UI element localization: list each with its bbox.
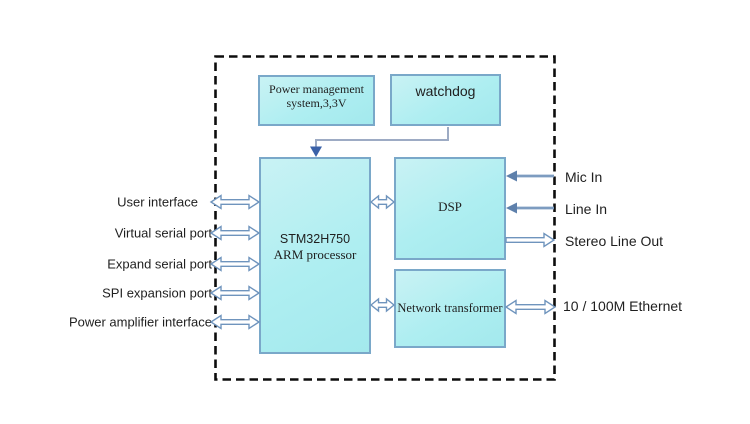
processor-model-label: STM32H750 — [279, 231, 351, 246]
arrow-processor-network — [369, 297, 396, 313]
box-dsp: DSP — [394, 157, 506, 260]
dsp-label: DSP — [438, 198, 462, 214]
arrow-expand-serial-port — [209, 256, 261, 272]
port-label-power-amplifier-interface: Power amplifier interface — [68, 314, 212, 330]
network-transformer-label: Network transformer — [397, 301, 503, 315]
port-label-stereo-line-out: Stereo Line Out — [565, 233, 664, 249]
box-stm32-processor: STM32H750 ARM processor — [259, 157, 371, 354]
port-label-expand-serial-port: Expand serial port — [107, 256, 212, 272]
processor-type-label: ARM processor — [273, 246, 357, 262]
arrow-power-amplifier-interface — [209, 314, 261, 330]
box-watchdog: watchdog — [390, 74, 501, 126]
arrow-user-interface — [209, 194, 261, 210]
arrow-line-in — [506, 202, 554, 214]
port-label-virtual-serial-port: Virtual serial port — [114, 225, 212, 241]
port-label-line-in: Line In — [565, 201, 608, 217]
down-arrowhead-icon — [310, 146, 322, 157]
arrow-processor-dsp — [369, 194, 396, 210]
box-power-management: Power management system,3,3V — [258, 75, 375, 126]
box-network-transformer: Network transformer — [394, 269, 506, 348]
arrow-spi-expansion-port — [209, 285, 261, 301]
port-label-user-interface: User interface — [117, 194, 198, 210]
port-label-mic-in: Mic In — [565, 169, 603, 185]
arrow-ethernet — [504, 299, 557, 315]
power-management-label: Power management system,3,3V — [269, 81, 364, 110]
port-label-spi-expansion-port: SPI expansion port — [102, 285, 212, 301]
arrow-stereo-line-out — [505, 232, 556, 248]
port-label-ethernet: 10 / 100M Ethernet — [563, 298, 683, 314]
arrow-virtual-serial-port — [209, 225, 261, 241]
watchdog-label: watchdog — [415, 83, 476, 99]
watchdog-to-processor-connector — [310, 127, 449, 157]
arrow-mic-in — [506, 170, 554, 182]
